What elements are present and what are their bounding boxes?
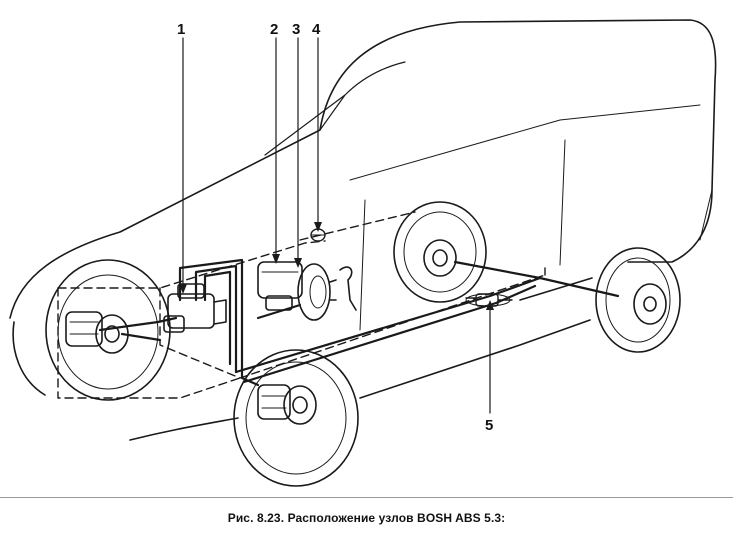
pressure-regulator xyxy=(465,293,513,307)
callout-5: 5 xyxy=(485,417,494,434)
front-right-wheel xyxy=(233,349,359,487)
callout-4: 4 xyxy=(312,21,321,38)
front-left-wheel xyxy=(45,259,171,401)
rear-left-wheel xyxy=(393,201,487,303)
leader-lines xyxy=(182,37,491,414)
figure-caption: Рис. 8.23. Расположение узлов BOSH ABS 5… xyxy=(227,511,506,525)
brake-lines xyxy=(98,258,620,387)
abs-hydraulic-unit xyxy=(163,283,227,333)
leader-arrowheads xyxy=(179,222,494,310)
vehicle-body-outline xyxy=(9,19,717,441)
callout-2: 2 xyxy=(270,21,279,38)
chassis-dashed-frame xyxy=(57,211,546,399)
rear-right-wheel xyxy=(595,247,681,353)
separator-line xyxy=(0,497,733,498)
callout-1: 1 xyxy=(177,21,186,38)
callout-3: 3 xyxy=(292,21,301,38)
master-cylinder xyxy=(257,261,357,321)
